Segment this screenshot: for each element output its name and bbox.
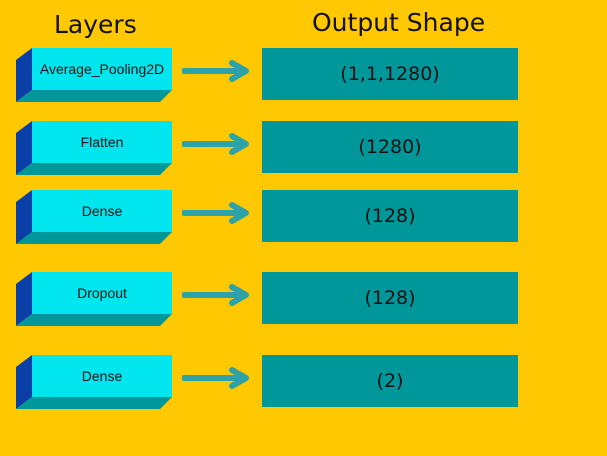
output-shape-header: Output Shape xyxy=(312,8,486,37)
layer-row: Dropout (128) xyxy=(0,272,607,342)
arrow-right-icon xyxy=(182,60,249,82)
arrow-right-icon xyxy=(182,133,249,155)
layer-block: Dropout xyxy=(16,272,172,326)
layer-block-shape xyxy=(16,355,172,409)
layer-row: Average_Pooling2D (1,1,1280) xyxy=(0,48,607,118)
layer-name: Average_Pooling2D xyxy=(39,61,165,77)
output-shape-box: (1,1,1280) xyxy=(262,48,518,100)
layer-block: Flatten xyxy=(16,121,172,175)
layer-name: Dropout xyxy=(77,285,127,301)
layer-name: Dense xyxy=(81,203,123,219)
layer-block: Dense xyxy=(16,355,172,409)
arrow-right-icon xyxy=(182,202,249,224)
arrow-right-icon xyxy=(182,367,249,389)
layer-block: Dense xyxy=(16,190,172,244)
layer-name: Flatten xyxy=(80,134,124,150)
layer-block-shape xyxy=(16,272,172,326)
layers-header: Layers xyxy=(54,10,137,39)
layer-block-shape xyxy=(16,48,172,102)
layer-block-shape xyxy=(16,190,172,244)
output-shape-box: (128) xyxy=(262,190,518,242)
output-shape-box: (1280) xyxy=(262,121,518,173)
layer-name: Dense xyxy=(81,368,123,384)
layer-block-shape xyxy=(16,121,172,175)
layer-row: Flatten (1280) xyxy=(0,121,607,191)
output-shape-box: (2) xyxy=(262,355,518,407)
arrow-right-icon xyxy=(182,284,249,306)
layer-row: Dense (2) xyxy=(0,355,607,425)
layer-row: Dense (128) xyxy=(0,190,607,260)
output-shape-box: (128) xyxy=(262,272,518,324)
layer-block: Average_Pooling2D xyxy=(16,48,172,102)
